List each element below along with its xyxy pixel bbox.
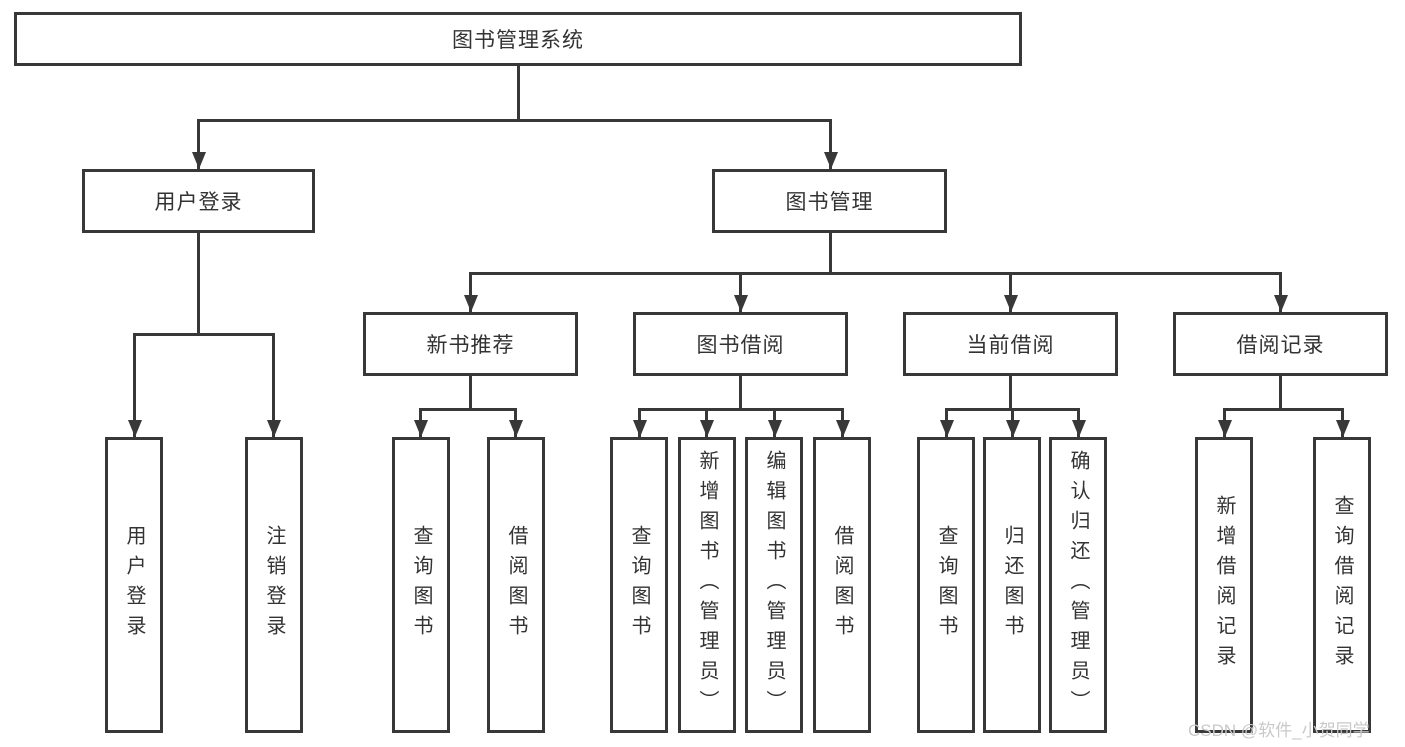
connector-level2-hline [197,119,831,122]
connector-user-login-vline [197,233,200,334]
connector-book-borrowing-vline [739,376,742,409]
arrow-to-new-book-recommend [469,272,472,312]
node-new-book-recommend-label: 新书推荐 [426,334,515,357]
arrow-to-leaf-query-books-2 [638,408,641,437]
leaf-query-borrow-record-label: 查询借阅记录 [1331,495,1353,675]
leaf-confirm-return-admin: 确认归还（管理员） [1049,437,1107,733]
node-user-login-label: 用户登录 [154,191,243,214]
leaf-query-books-3-label: 查询图书 [935,525,957,645]
leaf-query-books-1: 查询图书 [392,437,450,733]
node-book-management: 图书管理 [712,169,947,233]
leaf-query-books-3: 查询图书 [917,437,975,733]
arrow-to-leaf-borrow-books-1 [514,408,517,437]
arrow-to-user-login [197,119,200,169]
node-user-login: 用户登录 [82,169,315,233]
leaf-borrow-books-1: 借阅图书 [487,437,545,733]
node-book-management-label: 图书管理 [785,191,874,214]
leaf-borrow-books-2-label: 借阅图书 [831,525,853,645]
node-current-borrowing-label: 当前借阅 [966,334,1055,357]
connector-new-book-recommend-hline [419,408,517,411]
arrow-to-leaf-add-borrow-record [1223,408,1226,437]
leaf-add-book-admin-label: 新增图书（管理员） [696,450,718,720]
connector-root-vline [517,66,520,120]
arrow-to-leaf-query-borrow-record [1341,408,1344,437]
arrow-to-leaf-add-book [705,408,708,437]
leaf-query-books-2: 查询图书 [610,437,668,733]
arrow-to-leaf-confirm-return [1077,408,1080,437]
leaf-user-login-label: 用户登录 [123,525,145,645]
connector-user-login-hline [133,333,275,336]
node-current-borrowing: 当前借阅 [903,312,1118,376]
node-root-label: 图书管理系统 [452,29,584,52]
arrow-to-book-management [829,119,832,169]
arrow-to-leaf-query-books-1 [419,408,422,437]
leaf-confirm-return-admin-label: 确认归还（管理员） [1067,450,1089,720]
node-book-borrowing-label: 图书借阅 [696,334,785,357]
leaf-add-borrow-record-label: 新增借阅记录 [1213,495,1235,675]
arrow-to-leaf-query-books-3 [945,408,948,437]
leaf-edit-book-admin: 编辑图书（管理员） [745,437,803,733]
leaf-query-borrow-record: 查询借阅记录 [1313,437,1371,733]
arrow-to-current-borrowing [1009,272,1012,312]
arrow-to-leaf-logout [272,333,275,437]
leaf-return-books: 归还图书 [983,437,1041,733]
leaf-query-books-1-label: 查询图书 [410,525,432,645]
leaf-borrow-books-2: 借阅图书 [813,437,871,733]
leaf-query-books-2-label: 查询图书 [628,525,650,645]
leaf-return-books-label: 归还图书 [1001,525,1023,645]
arrow-to-leaf-edit-book [773,408,776,437]
arrow-to-borrowing-records [1279,272,1282,312]
node-book-borrowing: 图书借阅 [633,312,848,376]
connector-current-borrowing-vline [1009,376,1012,409]
connector-borrowing-records-hline [1223,408,1343,411]
arrow-to-leaf-borrow-books-2 [841,408,844,437]
node-borrowing-records-label: 借阅记录 [1236,334,1325,357]
connector-borrowing-records-vline [1279,376,1282,409]
connector-new-book-recommend-vline [469,376,472,409]
leaf-user-login: 用户登录 [105,437,163,733]
arrow-to-leaf-user-login [133,333,136,437]
leaf-add-borrow-record: 新增借阅记录 [1195,437,1253,733]
connector-book-borrowing-hline [638,408,843,411]
leaf-logout-label: 注销登录 [263,525,285,645]
leaf-edit-book-admin-label: 编辑图书（管理员） [763,450,785,720]
arrow-to-book-borrowing [739,272,742,312]
connector-book-management-vline [829,233,832,273]
node-new-book-recommend: 新书推荐 [363,312,578,376]
node-root-system: 图书管理系统 [14,12,1022,66]
csdn-watermark: CSDN @软件_小贺同学 [1188,721,1370,740]
arrow-to-leaf-return-books [1011,408,1014,437]
connector-level3-hline [469,272,1281,275]
node-borrowing-records: 借阅记录 [1173,312,1388,376]
leaf-logout: 注销登录 [245,437,303,733]
leaf-borrow-books-1-label: 借阅图书 [505,525,527,645]
leaf-add-book-admin: 新增图书（管理员） [678,437,736,733]
